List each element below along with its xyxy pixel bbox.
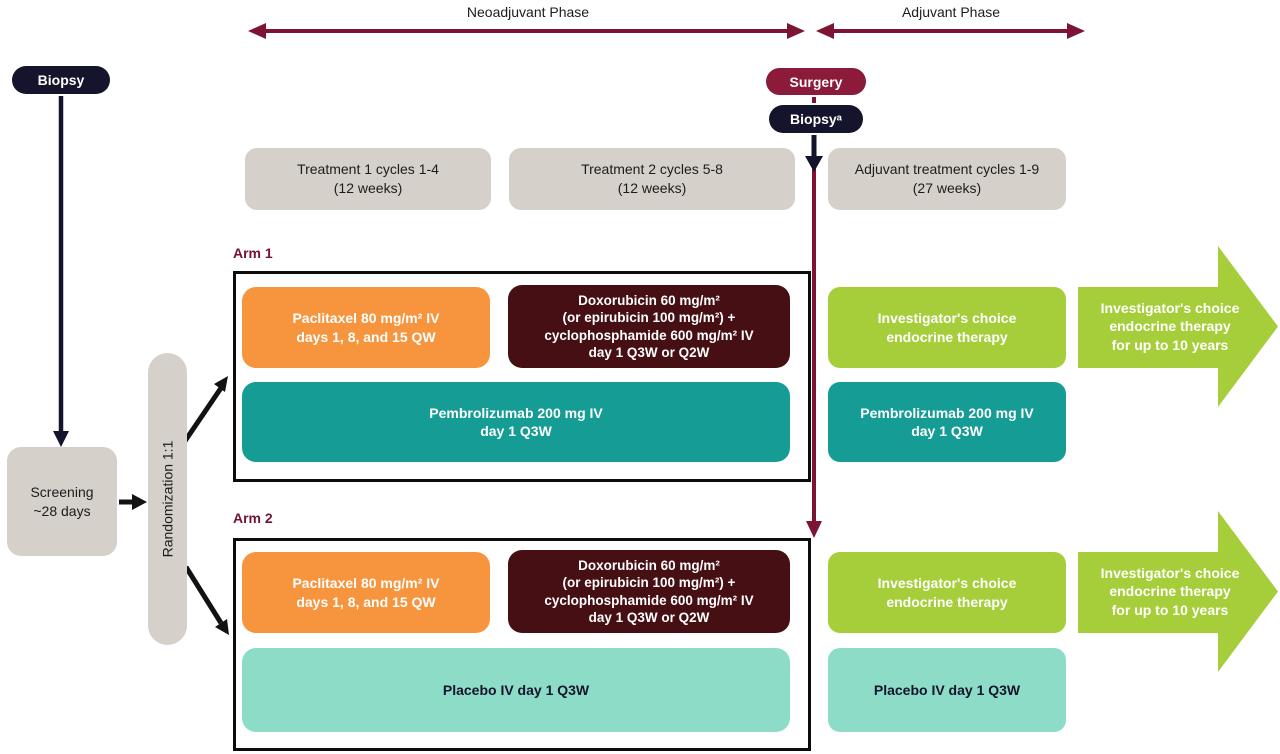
randomization-label: Randomization 1:1 bbox=[159, 440, 176, 558]
arm1-chemo-box: Doxorubicin 60 mg/m² (or epirubicin 100 … bbox=[508, 285, 790, 368]
surgery-pill: Surgery bbox=[766, 68, 866, 95]
arm2-label: Arm 2 bbox=[233, 510, 273, 526]
arm1-label: Arm 1 bbox=[233, 245, 273, 261]
randomization-pill: Randomization 1:1 bbox=[148, 353, 187, 645]
arm1-box: Paclitaxel 80 mg/m² IV days 1, 8, and 15… bbox=[233, 271, 811, 482]
arm2-adjuvant-placebo-box: Placebo IV day 1 Q3W bbox=[828, 648, 1066, 732]
arm1-endocrine-box: Investigator's choice endocrine therapy bbox=[828, 287, 1066, 368]
biopsy-initial-pill: Biopsy bbox=[12, 66, 110, 94]
connector-screening-randomization bbox=[119, 494, 147, 510]
connector-biopsy-screening bbox=[53, 92, 69, 447]
arm1-adjuvant-pembrolizumab-box: Pembrolizumab 200 mg IV day 1 Q3W bbox=[828, 382, 1066, 462]
timeline-treatment2-box: Treatment 2 cycles 5-8 (12 weeks) bbox=[509, 148, 795, 210]
adjuvant-phase-arrow bbox=[816, 23, 1085, 39]
biopsy-post-pill: Biopsyᵃ bbox=[769, 105, 863, 133]
connector-randomization-arm1 bbox=[182, 376, 228, 443]
screening-box: Screening ~28 days bbox=[7, 447, 117, 556]
timeline-adjuvant-box: Adjuvant treatment cycles 1-9 (27 weeks) bbox=[828, 148, 1066, 210]
arm2-followup-label: Investigator's choice endocrine therapy … bbox=[1100, 565, 1240, 618]
arm1-followup-label: Investigator's choice endocrine therapy … bbox=[1100, 300, 1240, 353]
connector-biopsy-post-down bbox=[805, 128, 823, 172]
arm2-paclitaxel-box: Paclitaxel 80 mg/m² IV days 1, 8, and 15… bbox=[242, 552, 490, 633]
neoadjuvant-phase-label: Neoadjuvant Phase bbox=[466, 4, 590, 20]
arm1-pembrolizumab-box: Pembrolizumab 200 mg IV day 1 Q3W bbox=[242, 382, 790, 462]
adjuvant-phase-label: Adjuvant Phase bbox=[901, 4, 1001, 20]
arm2-box: Paclitaxel 80 mg/m² IV days 1, 8, and 15… bbox=[233, 538, 811, 751]
arm2-placebo-box: Placebo IV day 1 Q3W bbox=[242, 648, 790, 732]
arm1-paclitaxel-box: Paclitaxel 80 mg/m² IV days 1, 8, and 15… bbox=[242, 287, 490, 368]
arm2-endocrine-box: Investigator's choice endocrine therapy bbox=[828, 552, 1066, 633]
arm2-chemo-box: Doxorubicin 60 mg/m² (or epirubicin 100 … bbox=[508, 550, 790, 633]
neoadjuvant-phase-arrow bbox=[248, 23, 805, 39]
connector-randomization-arm2 bbox=[183, 565, 229, 635]
timeline-treatment1-box: Treatment 1 cycles 1-4 (12 weeks) bbox=[245, 148, 491, 210]
